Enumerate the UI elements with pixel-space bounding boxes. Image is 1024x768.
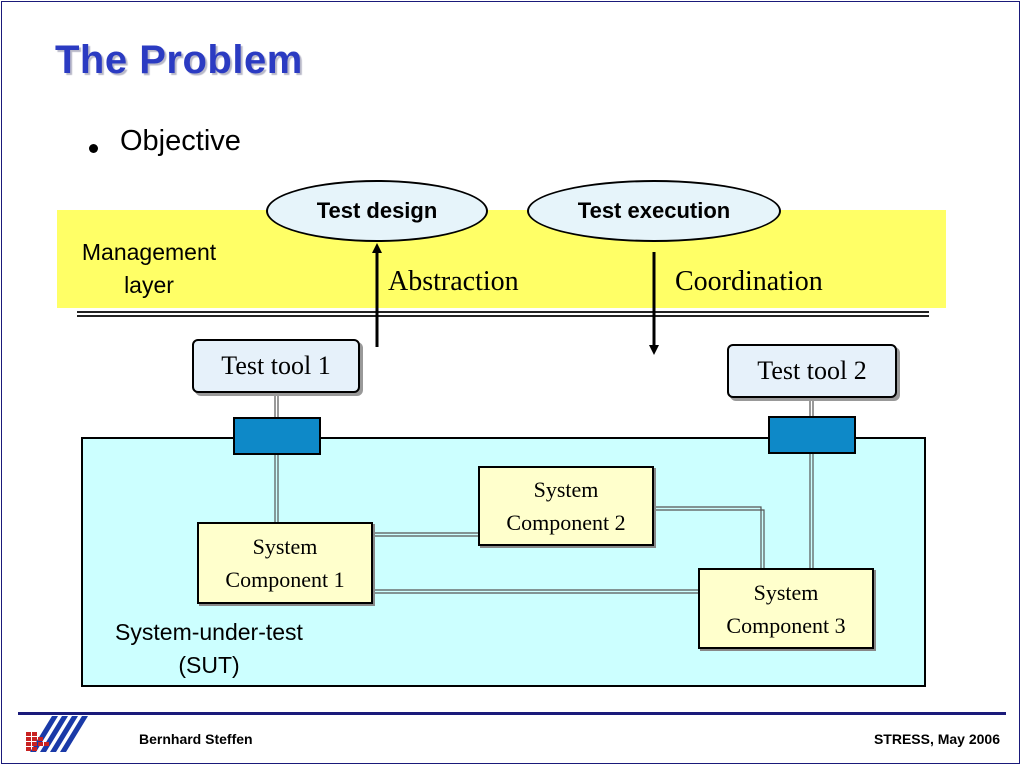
component-3-line2: Component 3 [726,612,846,638]
test-execution-ellipse: Test execution [527,180,781,242]
adapter1-component1-connector [274,454,279,522]
tool1-adapter-connector [274,393,279,417]
management-layer-label: Management layer [60,236,238,302]
management-layer-band [57,210,946,308]
component1-component2-connector [373,532,478,537]
component-2-line2: Component 2 [506,510,626,535]
component-1-line2: Component 1 [225,567,345,592]
slide-title: The Problem [55,38,303,82]
test-adapter-1 [233,417,321,455]
coordination-label: Coordination [675,266,823,297]
abstraction-label: Abstraction [388,266,519,297]
component-2-line1: System [533,477,599,502]
sut-label-line1: System-under-test [115,619,303,645]
separator-line-bottom [77,315,929,317]
management-label-line2: layer [124,272,174,298]
footer-rule [18,712,1006,715]
sut-label-line2: (SUT) [178,652,240,678]
component2-component3-connector [654,506,765,568]
component1-component3-connector [373,589,698,594]
test-design-ellipse: Test design [266,180,488,242]
system-component-2: System Component 2 [478,466,654,546]
footer-author: Bernhard Steffen [139,731,253,747]
system-component-1: System Component 1 [197,522,373,604]
bullet-objective: Objective [120,125,241,157]
sut-label: System-under-test (SUT) [85,616,333,682]
test-execution-label: Test execution [577,198,731,223]
test-design-label: Test design [316,198,438,223]
test-tool-2-label: Test tool 2 [757,356,867,385]
system-component-3: System Component 3 [698,568,874,649]
footer-event: STRESS, May 2006 [873,731,1000,747]
tool2-adapter-connector [809,398,814,416]
test-adapter-2 [768,416,856,454]
test-tool-1-label: Test tool 1 [221,351,331,380]
component-3-line1: System [753,579,819,605]
management-label-line1: Management [81,239,217,265]
separator-line-top [77,311,929,313]
bullet-dot [89,144,98,153]
test-tool-1-box: Test tool 1 [192,339,360,393]
test-tool-2-box: Test tool 2 [727,344,897,398]
component-1-line1: System [252,534,318,559]
adapter2-component3-connector [809,453,814,568]
footer-logo-icon [26,716,88,752]
